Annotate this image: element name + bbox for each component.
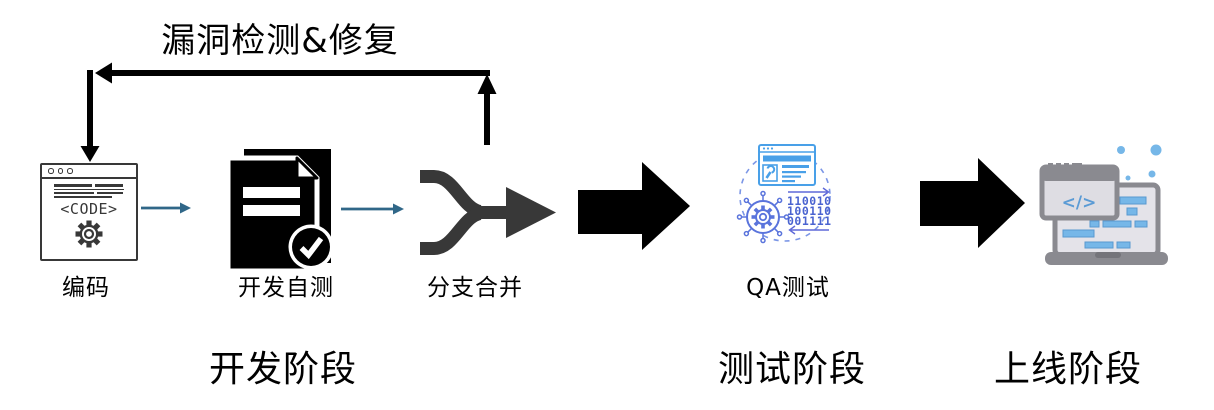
wrench-icon	[765, 165, 776, 179]
laptop-base	[1045, 252, 1168, 265]
branch-merge-icon	[420, 170, 556, 255]
qa-testing-icon: 110010 100110 001111	[736, 144, 832, 244]
binary-line-1: 110010	[787, 194, 832, 208]
binary-line-3: 001111	[787, 214, 832, 228]
loop-left-arrowhead-icon	[95, 62, 112, 84]
gear-icon	[75, 220, 103, 248]
code-window-titlebar	[42, 165, 136, 179]
code-tag-text: <CODE>	[60, 199, 118, 218]
loop-left-vertical-line	[87, 70, 93, 148]
stage-arrow-1-icon	[578, 162, 690, 250]
phase-label-launch: 上线阶段	[993, 349, 1142, 390]
doc-line	[243, 205, 300, 216]
qa-text-lines	[782, 165, 809, 183]
laptop-deploy-icon: </>	[1039, 144, 1168, 265]
feedback-loop-arrow	[80, 62, 497, 162]
step-label-merge: 分支合并	[427, 275, 523, 301]
window-dot-icon	[67, 168, 73, 174]
folded-corner	[295, 156, 319, 180]
flow-arrow-2-icon	[341, 203, 404, 215]
document-check-icon	[225, 149, 334, 274]
step-label-self-test: 开发自测	[238, 275, 334, 301]
checkmark-icon	[299, 236, 324, 260]
sparkle-dots	[1117, 144, 1162, 181]
binary-line-2: 100110	[787, 204, 832, 218]
loop-right-vertical-line	[484, 92, 490, 145]
phase-label-test: 测试阶段	[717, 349, 866, 390]
step-label-qa: QA测试	[746, 275, 830, 301]
window-dot-icon	[48, 168, 54, 174]
binary-code-block: 110010 100110 001111	[787, 187, 832, 235]
check-circle	[292, 228, 330, 266]
doc-line	[243, 187, 300, 198]
deploy-code-window: </>	[1039, 163, 1120, 221]
code-window-icon: <CODE>	[40, 163, 138, 261]
feedback-loop-label: 漏洞检测&修复	[161, 21, 399, 61]
window-dot-icon	[57, 168, 63, 174]
laptop-notch	[1095, 252, 1121, 258]
step-label-coding: 编码	[62, 275, 110, 301]
loop-up-arrowhead-icon	[477, 74, 497, 94]
loop-down-arrowhead-icon	[80, 146, 100, 162]
phase-label-dev: 开发阶段	[208, 349, 357, 390]
loop-horizontal-line	[110, 70, 490, 76]
qa-gear-chip-icon	[736, 190, 790, 244]
stage-arrow-2-icon	[920, 158, 1025, 248]
code-text-lines	[54, 184, 124, 198]
code-tag: </>	[1062, 193, 1097, 213]
flow-arrow-1-icon	[141, 202, 191, 214]
qa-browser-window	[758, 144, 816, 186]
screen-code-bars	[1062, 196, 1148, 249]
